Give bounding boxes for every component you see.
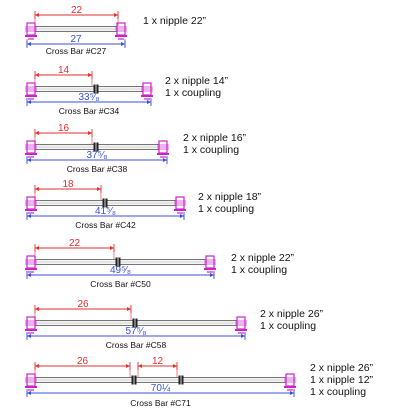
fitting-core <box>235 320 247 326</box>
cross-bar-label: Cross Bar #C71 <box>130 398 191 408</box>
cross-bar-5: 26 57⁵⁄₈ Cross Bar #C58 2 x nipple 26”1 x c… <box>25 299 324 350</box>
fitting-core <box>204 259 216 265</box>
cross-bar-label: Cross Bar #C58 <box>106 340 167 350</box>
segment-dimension-arrow-start <box>35 187 39 191</box>
parts-list-item: 2 x nipple 16” <box>183 132 247 144</box>
segment-dimension-arrow-end <box>88 131 92 135</box>
segment-dimension-label: 26 <box>77 299 89 310</box>
overall-dimension-arrow-start <box>27 273 31 277</box>
segment-dimension-label: 22 <box>71 5 83 16</box>
segment-dimension-label: 22 <box>69 238 81 249</box>
overall-dimension-arrow-end <box>163 158 167 162</box>
parts-list-item: 2 x nipple 26” <box>310 362 374 374</box>
segment-dimension-arrow-end <box>126 364 130 368</box>
fitting-core <box>174 200 186 206</box>
overall-dimension-arrow-end <box>147 100 151 104</box>
segment-dimension-arrow-start <box>35 246 39 250</box>
overall-dimension-arrow-end <box>241 334 245 338</box>
cross-bar-label: Cross Bar #C27 <box>46 46 107 56</box>
segment-dimension-arrow-start <box>35 307 39 311</box>
parts-list-item: 1 x nipple 22” <box>143 15 207 27</box>
fitting-core <box>284 377 296 383</box>
cross-bar-label: Cross Bar #C38 <box>67 164 128 174</box>
fitting-core <box>25 200 37 206</box>
cross-bar-label: Cross Bar #C34 <box>59 106 120 116</box>
overall-dimension-label: 49⁵⁄₈ <box>110 265 131 276</box>
fitting-core <box>141 86 153 92</box>
overall-dimension-arrow-start <box>27 214 31 218</box>
cross-bar-3: 18 41⁵⁄₈ Cross Bar #C42 2 x nipple 18”1 x c… <box>25 179 262 230</box>
parts-list-item: 1 x coupling <box>198 203 254 215</box>
segment-dimension-label: 12 <box>152 356 164 367</box>
overall-dimension-label: 41⁵⁄₈ <box>95 206 116 217</box>
segment-dimension-arrow-end <box>173 364 177 368</box>
segment-dimension-arrow-start <box>138 364 142 368</box>
fitting-core <box>157 144 169 150</box>
parts-list-item: 1 x nipple 12” <box>310 374 374 386</box>
segment-dimension-arrow-start <box>35 73 39 77</box>
parts-list-item: 2 x nipple 14” <box>165 75 229 87</box>
cross-bar-label: Cross Bar #C50 <box>90 279 151 289</box>
segment-dimension-label: 18 <box>62 179 74 190</box>
parts-list-item: 1 x coupling <box>231 264 287 276</box>
segment-dimension-arrow-start <box>35 131 39 135</box>
parts-list-item: 1 x coupling <box>165 87 221 99</box>
cross-bar-4: 22 49⁵⁄₈ Cross Bar #C50 2 x nipple 22”1 x c… <box>25 238 295 289</box>
fitting-core <box>25 86 37 92</box>
overall-dimension-arrow-end <box>121 42 125 46</box>
parts-list-item: 2 x nipple 26” <box>260 308 324 320</box>
segment-dimension-arrow-end <box>88 73 92 77</box>
overall-dimension-label: 33⁵⁄₈ <box>78 92 99 103</box>
segment-dimension-label: 16 <box>58 123 70 134</box>
segment-dimension-label: 14 <box>58 65 70 76</box>
overall-dimension-label: 37⁵⁄₈ <box>86 150 107 161</box>
parts-list-item: 2 x nipple 18” <box>198 191 262 203</box>
segment-dimension-arrow-end <box>110 246 114 250</box>
overall-dimension-arrow-start <box>27 334 31 338</box>
cross-bar-6: 26 12 70¼ Cross Bar #C71 2 x nipple 26”1 x n… <box>25 356 374 408</box>
parts-list-item: 2 x nipple 22” <box>231 252 295 264</box>
parts-list-item: 1 x coupling <box>183 144 239 156</box>
overall-dimension-arrow-end <box>290 391 294 395</box>
segment-dimension-arrow-end <box>127 307 131 311</box>
overall-dimension-arrow-start <box>27 42 31 46</box>
cross-bar-label: Cross Bar #C42 <box>75 220 136 230</box>
overall-dimension-label: 70¼ <box>151 382 171 394</box>
fitting-core <box>25 259 37 265</box>
overall-dimension-arrow-start <box>27 391 31 395</box>
cross-bar-1: 14 33⁵⁄₈ Cross Bar #C34 2 x nipple 14”1 x c… <box>25 65 229 116</box>
fitting-core <box>25 144 37 150</box>
overall-dimension-arrow-start <box>27 158 31 162</box>
fitting-core <box>25 377 37 383</box>
overall-dimension-arrow-end <box>210 273 214 277</box>
fitting-core <box>115 26 127 32</box>
overall-dimension-arrow-start <box>27 100 31 104</box>
fitting-core <box>25 320 37 326</box>
segment-dimension-arrow-end <box>97 187 101 191</box>
segment-dimension-arrow-end <box>114 13 118 17</box>
segment-dimension-label: 26 <box>77 356 89 367</box>
segment-dimension-arrow-start <box>35 13 39 17</box>
parts-list-item: 1 x coupling <box>260 320 316 332</box>
fitting-core <box>25 26 37 32</box>
segment-dimension-arrow-start <box>35 364 39 368</box>
parts-list-item: 1 x coupling <box>310 386 366 398</box>
overall-dimension-label: 57⁵⁄₈ <box>125 326 146 337</box>
cross-bar-2: 16 37⁵⁄₈ Cross Bar #C38 2 x nipple 16”1 x c… <box>25 123 247 174</box>
overall-dimension-label: 27 <box>70 34 82 45</box>
overall-dimension-arrow-end <box>180 214 184 218</box>
